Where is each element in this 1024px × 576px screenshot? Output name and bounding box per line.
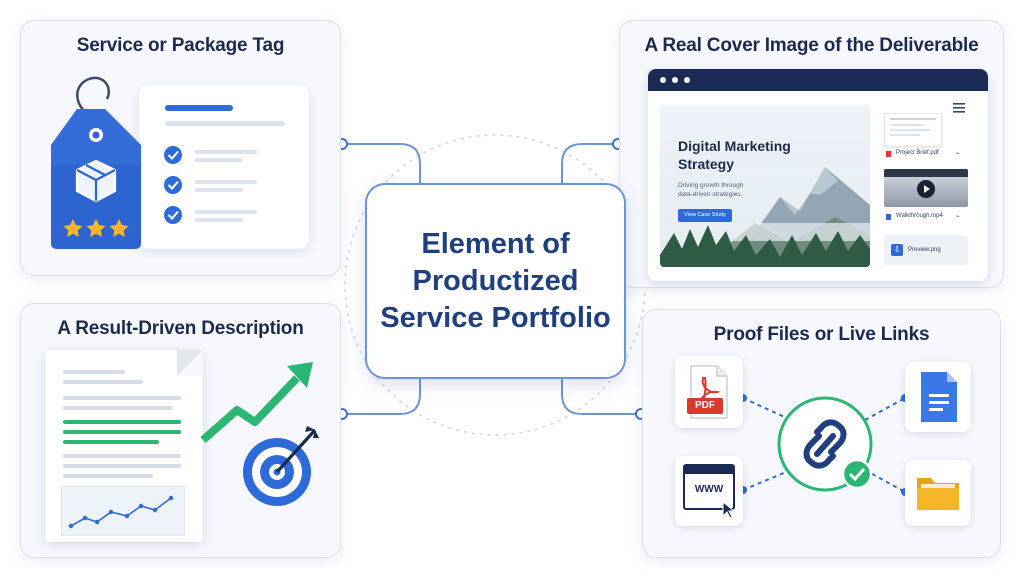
cursor-icon — [722, 500, 736, 519]
highlight-line — [63, 420, 181, 424]
center-title-line: Service Portfolio — [380, 301, 611, 334]
hero-title: Digital Marketing Strategy — [678, 138, 791, 172]
play-button-icon — [917, 180, 935, 198]
menu-icon[interactable] — [953, 103, 965, 113]
growth-arrow-icon — [200, 362, 313, 443]
center-title: Element of Productized Service Portfolio — [380, 226, 610, 337]
highlight-line — [63, 440, 159, 444]
browser-icon — [683, 464, 735, 510]
download-icon: ⇩ — [891, 244, 903, 256]
pdf-icon — [687, 365, 728, 419]
document-icon — [921, 372, 957, 422]
card-description: A Result-Driven Description — [20, 303, 341, 558]
card-title-description: A Result-Driven Description — [57, 318, 304, 339]
checklist-panel — [139, 85, 309, 249]
chain-link-icon — [777, 396, 873, 492]
card-title-proof-files: Proof Files or Live Links — [713, 324, 930, 345]
mountain-landscape — [660, 167, 870, 267]
card-service-tag: Service or Package Tag — [20, 20, 341, 276]
mini-line-chart-icon — [61, 486, 185, 536]
window-dot-icon — [672, 77, 678, 83]
center-title-line: Productized — [412, 264, 579, 297]
pdf-file-icon — [886, 151, 891, 157]
panel-text-bar — [165, 121, 285, 126]
pdf-label: PDF — [695, 400, 715, 411]
video-thumbnail — [884, 169, 968, 207]
file-item-preview[interactable]: ⇩ Preview.png — [884, 235, 968, 265]
box-icon — [75, 159, 117, 203]
view-case-study-button[interactable]: View Case Study — [678, 209, 732, 222]
check-circle-icon — [164, 176, 182, 194]
link-icon: ⌁ — [956, 214, 960, 220]
checklist-icons — [164, 146, 257, 224]
connector-top-right — [561, 143, 618, 186]
page-fold — [177, 350, 203, 376]
card-cover-image: A Real Cover Image of the Deliverable Di… — [619, 20, 1004, 288]
link-icon: ⌁ — [956, 151, 960, 157]
check-circle-icon — [164, 146, 182, 164]
card-title-cover-image: A Real Cover Image of the Deliverable — [644, 35, 979, 56]
panel-heading-bar — [165, 105, 233, 111]
browser-title-bar — [648, 69, 988, 91]
card-title-service-tag: Service or Package Tag — [76, 35, 285, 56]
connector-bottom-right — [561, 376, 641, 415]
window-dot-icon — [660, 77, 666, 83]
target-icon — [243, 426, 319, 506]
star-rating-icon — [63, 219, 129, 237]
document-page — [45, 350, 203, 542]
pdf-file-tile[interactable]: PDF — [675, 356, 743, 428]
file-name: Project Brief.pdf — [896, 150, 939, 156]
browser-window: Digital Marketing Strategy Driving growt… — [648, 69, 988, 281]
card-proof-files: Proof Files or Live Links PDF WWW — [642, 309, 1001, 558]
doc-file-tile[interactable] — [905, 362, 971, 432]
highlight-line — [63, 430, 181, 434]
file-name: Preview.png — [908, 247, 941, 253]
file-name: Walkthrough.mp4 — [896, 213, 943, 219]
check-circle-icon — [164, 206, 182, 224]
window-dot-icon — [684, 77, 690, 83]
www-label: WWW — [694, 484, 724, 495]
file-item-project-brief[interactable]: Project Brief.pdf ⌁ — [884, 113, 972, 161]
file-item-walkthrough[interactable]: Walkthrough.mp4 ⌁ — [884, 169, 972, 225]
document-thumbnail — [884, 113, 942, 147]
folder-icon — [917, 478, 959, 510]
connector-top-left — [342, 143, 421, 186]
center-element-box: Element of Productized Service Portfolio — [365, 183, 626, 379]
website-tile[interactable]: WWW — [675, 456, 743, 526]
video-file-icon — [886, 214, 891, 220]
price-tag-icon — [51, 76, 141, 249]
hero-subtitle: Driving growth through data-driven strat… — [678, 182, 744, 198]
folder-tile[interactable] — [905, 460, 971, 526]
connector-bottom-left — [342, 376, 421, 415]
hero-image: Digital Marketing Strategy Driving growt… — [660, 105, 870, 267]
center-title-line: Element of — [421, 227, 570, 260]
